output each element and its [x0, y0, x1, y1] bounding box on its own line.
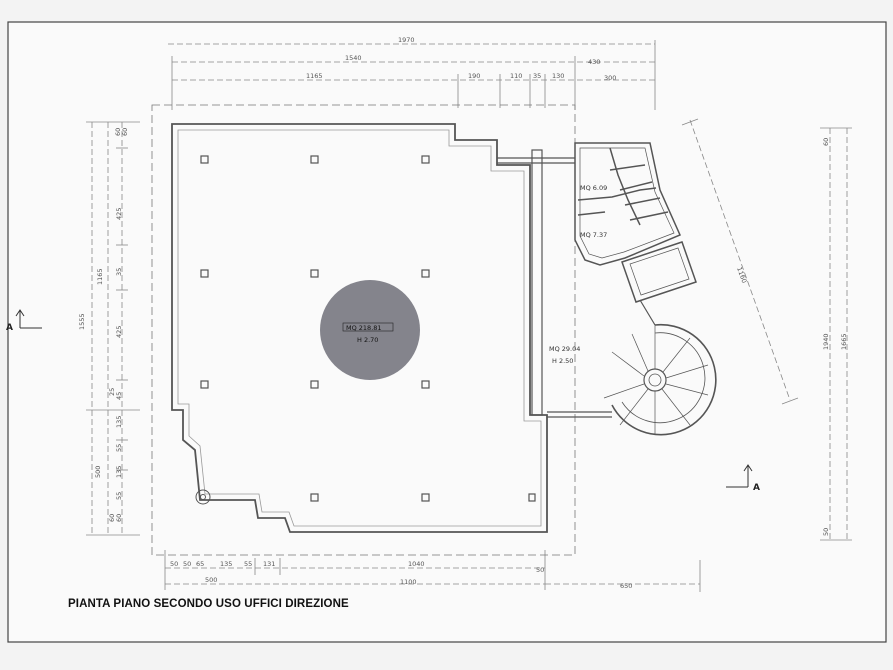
- dim-left-i5: 25: [108, 388, 116, 396]
- dim-left-i4: 425: [115, 326, 123, 338]
- round-column: [195, 489, 211, 505]
- dim-bot-10: 650: [620, 582, 632, 590]
- corridor-partition: [531, 149, 543, 416]
- dim-left-i9: 135: [115, 466, 123, 478]
- section-label-right: A: [753, 483, 760, 493]
- dim-bot-2: 65: [196, 560, 204, 568]
- dim-top-b: 190: [468, 72, 480, 80]
- sheet-frame: [7, 21, 887, 643]
- pillar: [310, 493, 319, 502]
- main-room-height: H 2.70: [357, 336, 378, 344]
- right-dimension-lines: [681, 118, 852, 541]
- elevator-shaft: [621, 241, 697, 303]
- pillars: [200, 155, 536, 502]
- pillar: [528, 493, 536, 502]
- pillar: [310, 380, 319, 389]
- section-mark-left: [15, 309, 42, 329]
- dim-left-i0: 60: [114, 128, 122, 136]
- corridor-walls: [497, 149, 612, 418]
- spiral-staircase: [603, 299, 717, 436]
- corridor-area: MQ 29.04: [549, 345, 580, 353]
- pillar: [421, 493, 430, 502]
- section-label-left: A: [6, 323, 13, 333]
- dim-bot-8: 500: [205, 576, 217, 584]
- service-2-area: MQ 7.37: [580, 231, 607, 239]
- plan-caption: PIANTA PIANO SECONDO USO UFFICI DIREZION…: [68, 598, 349, 610]
- dim-top-c: 110: [510, 72, 522, 80]
- dim-left-i3: 35: [115, 268, 123, 276]
- dim-left-i6: 45: [115, 392, 123, 400]
- dim-bot-1: 50: [183, 560, 191, 568]
- top-dimension-lines: [168, 40, 656, 110]
- service-1-area: MQ 6.09: [580, 184, 607, 192]
- pillar: [421, 380, 430, 389]
- pillar: [200, 380, 209, 389]
- service-block: [574, 142, 681, 266]
- dim-left-i8: 55: [115, 444, 123, 452]
- dim-top-e: 130: [552, 72, 564, 80]
- round-column-core: [200, 494, 206, 500]
- dim-left-i12: 60: [115, 514, 123, 522]
- dim-bot-7: 50: [536, 566, 544, 574]
- dim-right-b: 1665: [840, 333, 848, 350]
- dim-left-total: 1555: [78, 313, 86, 330]
- section-mark-right: [726, 464, 753, 488]
- dim-top-total: 1970: [398, 36, 415, 44]
- building-envelope: [151, 104, 576, 556]
- center-stamp: [320, 280, 420, 380]
- left-dimension-lines: [86, 121, 140, 536]
- pillar: [310, 269, 319, 278]
- dim-top-right: 430: [588, 58, 600, 66]
- main-office-walls: [171, 123, 548, 533]
- dim-top-f: 300: [604, 74, 616, 82]
- dim-bot-0: 50: [170, 560, 178, 568]
- dim-left-low: 500: [94, 466, 102, 478]
- dim-left-i1: 60: [121, 128, 129, 136]
- corridor-height: H 2.50: [552, 357, 573, 365]
- dim-bot-9: 1100: [400, 578, 417, 586]
- main-area-box: [342, 322, 394, 332]
- dim-right-total: 1940: [822, 333, 830, 350]
- dim-right-top: 60: [822, 138, 830, 146]
- dim-top-a: 1165: [306, 72, 323, 80]
- dim-bot-6: 1040: [408, 560, 425, 568]
- pillar: [200, 269, 209, 278]
- dim-bot-3: 135: [220, 560, 232, 568]
- dim-left-mid: 1165: [96, 268, 104, 285]
- pillar: [200, 155, 209, 164]
- dim-bot-5: 131: [263, 560, 275, 568]
- pillar: [421, 155, 430, 164]
- dim-bot-4: 55: [244, 560, 252, 568]
- dim-top-left: 1540: [345, 54, 362, 62]
- main-office-inner-line: [177, 129, 542, 527]
- pillar: [421, 269, 430, 278]
- main-room-area: MQ 218.81: [346, 324, 382, 332]
- dim-top-d: 35: [533, 72, 541, 80]
- bottom-dimension-lines: [164, 550, 701, 592]
- dim-right-low: 50: [822, 528, 830, 536]
- dim-left-i11: 60: [108, 514, 116, 522]
- dim-left-i10: 55: [115, 492, 123, 500]
- dim-left-i2: 425: [115, 208, 123, 220]
- pillar: [310, 155, 319, 164]
- dim-left-i7: 135: [115, 416, 123, 428]
